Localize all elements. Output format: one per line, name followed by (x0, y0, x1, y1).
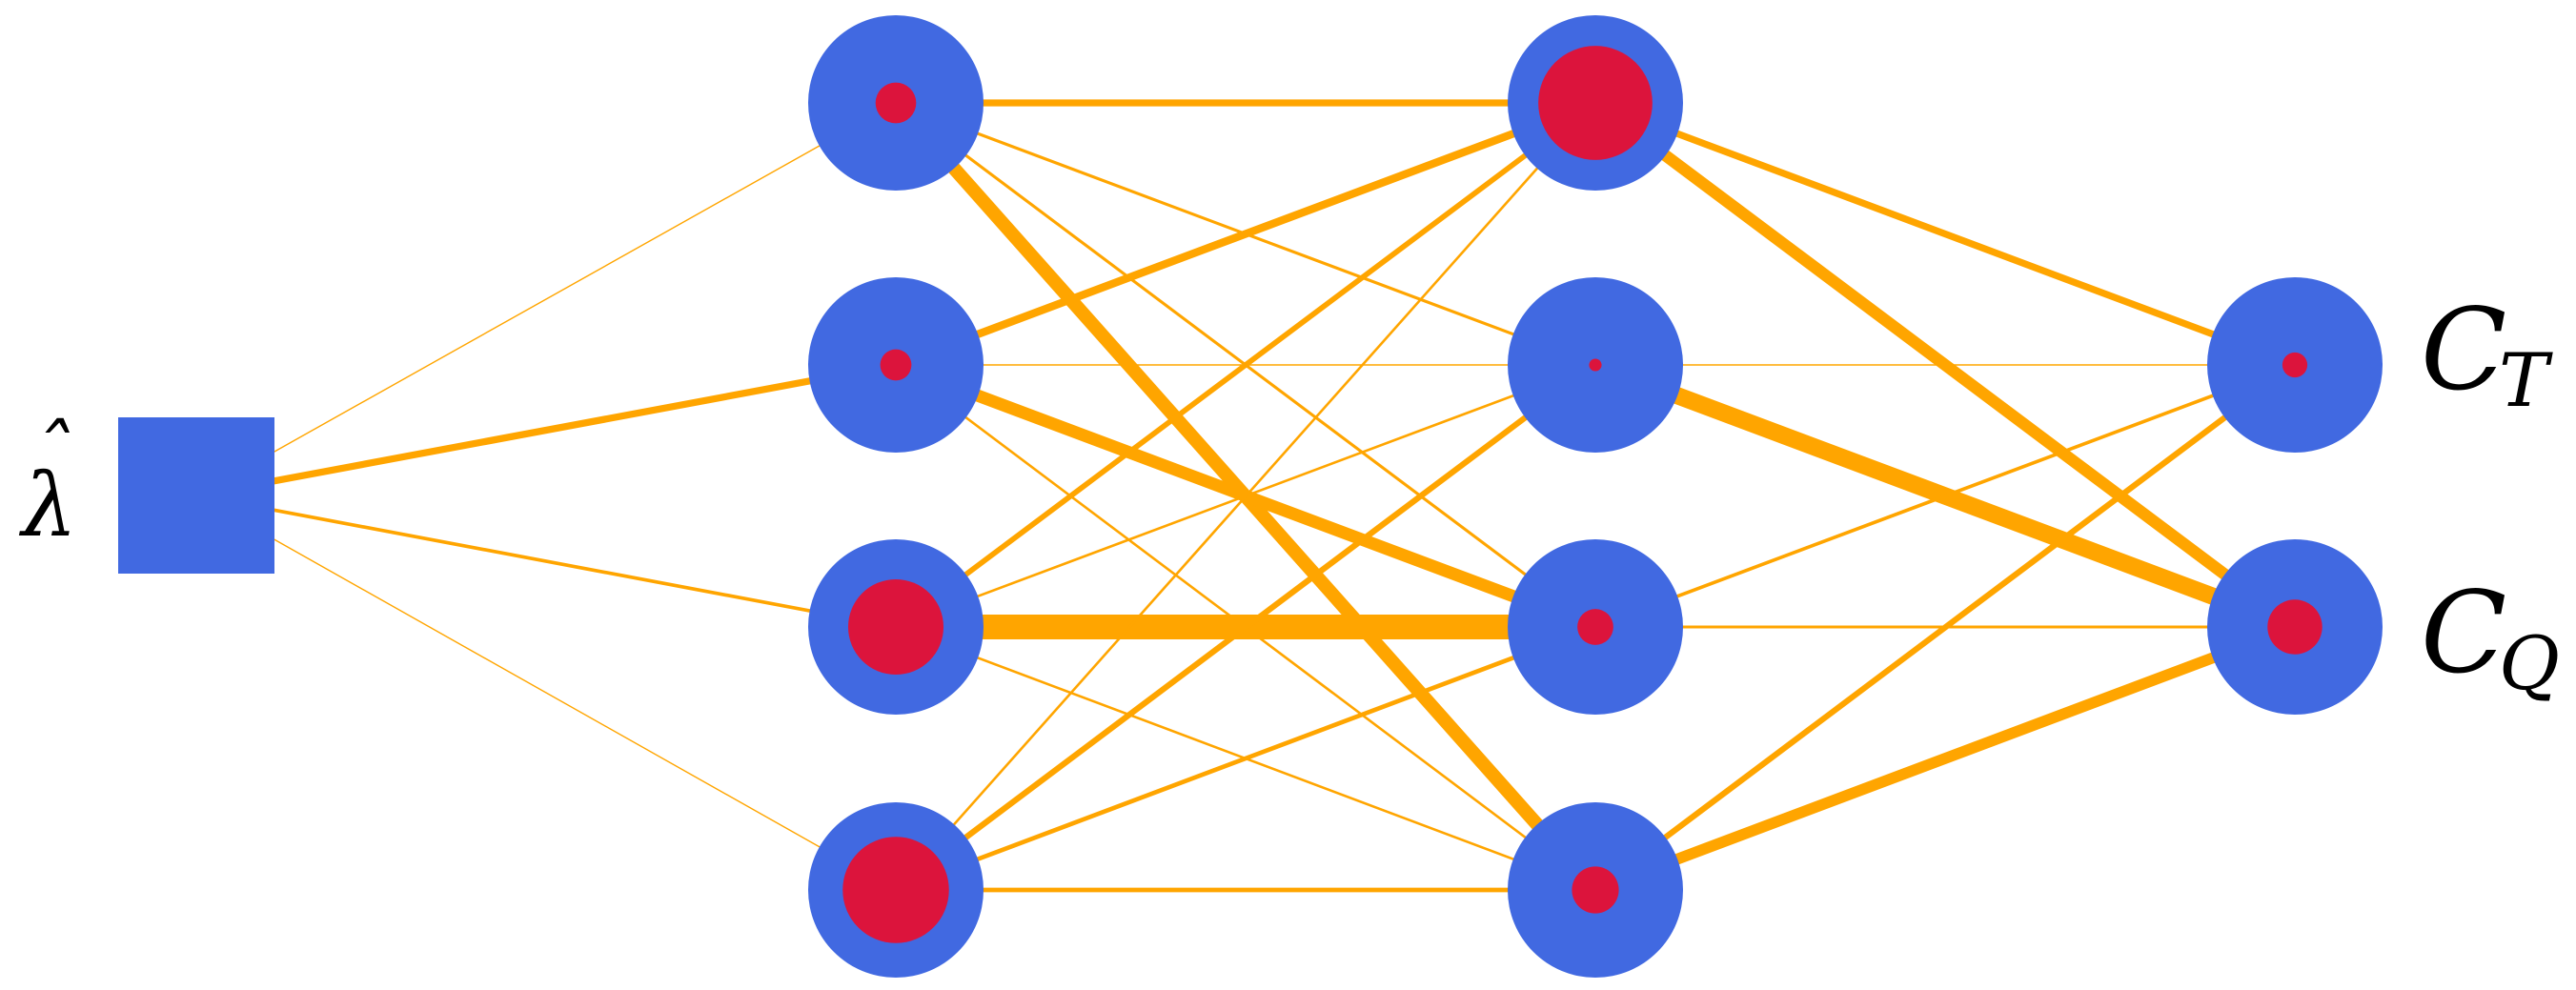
hidden1-node-3 (808, 539, 984, 715)
output-label-ct-sub: T (2499, 338, 2553, 424)
edge-h2-1-to-out-1 (1593, 99, 2297, 369)
hidden1-node-1 (808, 15, 984, 191)
edge-h1-4-to-h2-3 (895, 624, 1596, 893)
edge-h2-3-to-out-1 (1594, 363, 2296, 629)
output-label-cq-base: C (2421, 567, 2506, 698)
output-label-ct: C T (2421, 284, 2553, 424)
hidden2-node-3-activation (1577, 609, 1613, 645)
hidden2-node-2-activation (1589, 358, 1602, 372)
edge-input-to-h1-1 (195, 102, 897, 496)
nodes-layer (118, 15, 2383, 978)
output-label-cq-sub: Q (2499, 621, 2560, 707)
hidden1-node-3-activation (847, 578, 944, 676)
edge-h1-2-to-h2-1 (894, 99, 1597, 369)
edge-input-to-h1-4 (195, 495, 897, 891)
hidden2-node-4 (1508, 802, 1683, 978)
edge-h1-4-to-h2-1 (895, 102, 1596, 891)
hidden1-node-2-activation (880, 349, 912, 381)
edge-h2-4-to-out-1 (1593, 362, 2297, 893)
output-node-2 (2207, 539, 2383, 715)
output-node-1-activation (2282, 352, 2308, 378)
hidden1-node-4 (808, 802, 984, 978)
input-label-accent: ˆ (32, 410, 71, 500)
edge-h1-4-to-h2-2 (894, 362, 1597, 893)
output-node-1 (2207, 277, 2383, 453)
input-label-symbol: λ (18, 455, 77, 556)
output-node-2-activation (2267, 599, 2322, 655)
hidden1-node-1-activation (875, 82, 917, 124)
edge-input-to-h1-2 (195, 361, 897, 499)
hidden2-node-4-activation (1572, 866, 1619, 914)
input-node (118, 417, 274, 574)
edge-input-to-h1-3 (195, 494, 897, 629)
hidden2-node-1 (1508, 15, 1683, 191)
output-label-ct-base: C (2421, 284, 2506, 415)
hidden1-node-4-activation (842, 837, 949, 943)
hidden2-node-2 (1508, 277, 1683, 453)
input-label: ˆ λ (18, 410, 77, 556)
hidden2-node-1-activation (1538, 46, 1653, 160)
output-label-cq: C Q (2421, 567, 2560, 707)
edge-h1-3-to-h2-1 (894, 100, 1597, 630)
edges-layer (195, 98, 2299, 896)
hidden1-node-2 (808, 277, 984, 453)
hidden2-node-3 (1508, 539, 1683, 715)
edge-h2-4-to-out-2 (1592, 621, 2298, 896)
